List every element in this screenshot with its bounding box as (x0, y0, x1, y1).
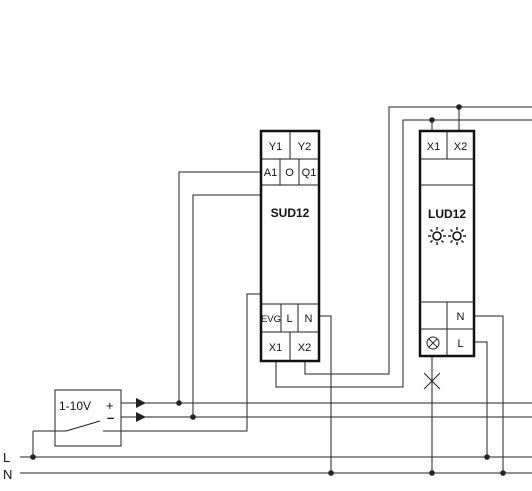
switch-icon (65, 420, 101, 432)
rails: L N (3, 450, 532, 482)
wire-sud-x2 (304, 106, 532, 375)
neutral-rail-label: N (3, 467, 12, 482)
terminal-y2: Y2 (298, 141, 311, 153)
terminal-evg: EVG (261, 314, 281, 325)
junction-dot (429, 470, 435, 476)
terminal-q1: Q1 (302, 167, 317, 179)
terminal-lud-l: L (457, 338, 463, 350)
plus-arrow-icon (136, 398, 146, 408)
junction-dot (429, 117, 435, 123)
junction-dot (190, 414, 196, 420)
lamp-icon (428, 227, 446, 245)
control-unit-minus: – (107, 410, 114, 425)
wire-o (192, 194, 262, 417)
terminal-sud-x1: X1 (269, 342, 282, 354)
sud12-module: Y1 Y2 A1 O Q1 SUD12 EVG L N X1 X2 (259, 129, 321, 363)
junction-dot (176, 400, 182, 406)
control-unit-plus: + (106, 398, 114, 413)
terminal-sud-l: L (286, 313, 292, 325)
junction-dot (456, 104, 462, 110)
minus-arrow-icon (136, 412, 146, 422)
terminal-lud-x1: X1 (427, 141, 440, 153)
terminal-sud-x2: X2 (298, 342, 311, 354)
lud12-module: X1 X2 LUD12 (418, 129, 476, 358)
junction-dot (500, 470, 506, 476)
wire-sud-x1 (275, 119, 532, 388)
terminal-o: O (285, 167, 294, 179)
sud12-body (259, 129, 321, 363)
junction-dots (30, 104, 506, 476)
control-unit-label: 1-10V (59, 399, 91, 413)
sud12-name: SUD12 (271, 206, 310, 220)
lamp-x-icon-2 (423, 372, 441, 390)
control-unit-box (54, 389, 122, 447)
junction-dot (30, 454, 36, 460)
lud-wires (423, 107, 504, 473)
junction-dot (328, 470, 334, 476)
lamp-icon (448, 227, 466, 245)
wire-a1 (178, 171, 262, 403)
wire-sud-n (320, 315, 332, 473)
control-bus (121, 398, 532, 422)
junction-dot (484, 454, 490, 460)
lamp-terminal-icon (426, 336, 440, 350)
lud12-name: LUD12 (428, 207, 466, 221)
control-unit: 1-10V + – (32, 389, 122, 457)
live-rail-label: L (3, 450, 10, 465)
terminal-a1: A1 (264, 167, 277, 179)
wire-lud-n (474, 315, 504, 473)
wire-lud-l (474, 341, 488, 457)
terminal-sud-n: N (305, 313, 313, 325)
terminal-lud-n: N (457, 311, 465, 323)
terminal-lud-x2: X2 (454, 141, 467, 153)
terminal-y1: Y1 (269, 141, 282, 153)
